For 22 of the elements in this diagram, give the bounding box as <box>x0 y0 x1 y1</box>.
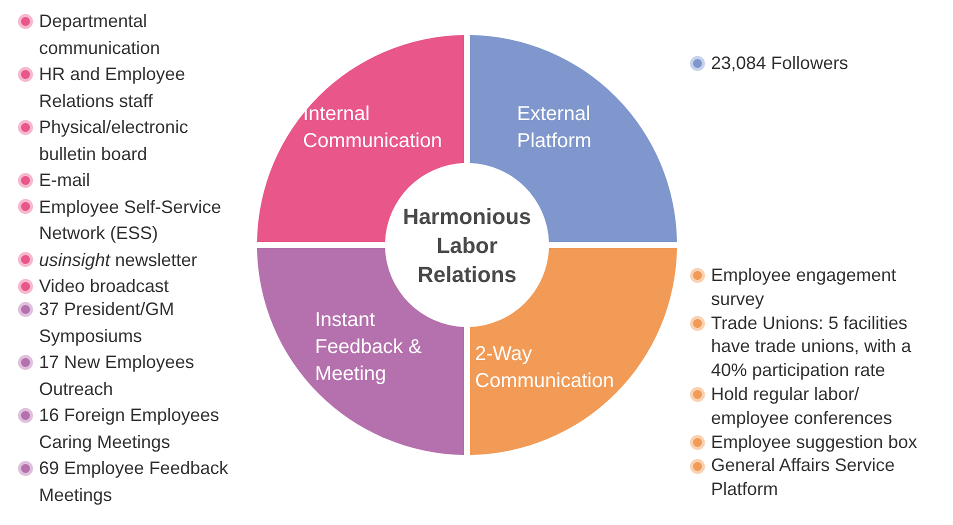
list-item: HR and Employee Relations staff <box>39 63 186 112</box>
list-item: Trade Unions: 5 facilities have trade unions, with a 40% participation rate <box>711 312 912 382</box>
list-item: General Affairs Service Platform <box>711 454 896 502</box>
segment-label: 2-Way Communication <box>475 342 615 394</box>
list-item: 23,084 Followers <box>711 52 848 75</box>
list-item: Video broadcast <box>39 275 169 298</box>
list-item: Departmental communication <box>39 10 162 60</box>
segment-label: External Platform <box>517 102 592 154</box>
list-item: 16 Foreign Employees Caring Meetings <box>39 404 220 454</box>
list-item: 69 Employee Feedback Meetings <box>39 457 230 507</box>
center-label: Harmonious Labor Relations <box>402 202 532 288</box>
list-item: 17 New Employees Outreach <box>39 351 196 400</box>
list-item: 37 President/GM Symposiums <box>39 298 176 348</box>
list-item: Hold regular labor/ employee conferences <box>711 382 894 430</box>
segment-label: Instant Feedback & Meeting <box>315 308 423 387</box>
list-item: Employee suggestion box <box>711 430 918 454</box>
list-item: usinsight newsletter <box>39 248 198 272</box>
segment-label: Internal Communication <box>303 102 443 154</box>
list-item: Employee Self-Service Network (ESS) <box>39 196 222 245</box>
list-item: Employee engagement survey <box>711 264 898 311</box>
list-item: Physical/electronic bulletin board <box>39 116 190 166</box>
list-item: E-mail <box>39 169 90 192</box>
